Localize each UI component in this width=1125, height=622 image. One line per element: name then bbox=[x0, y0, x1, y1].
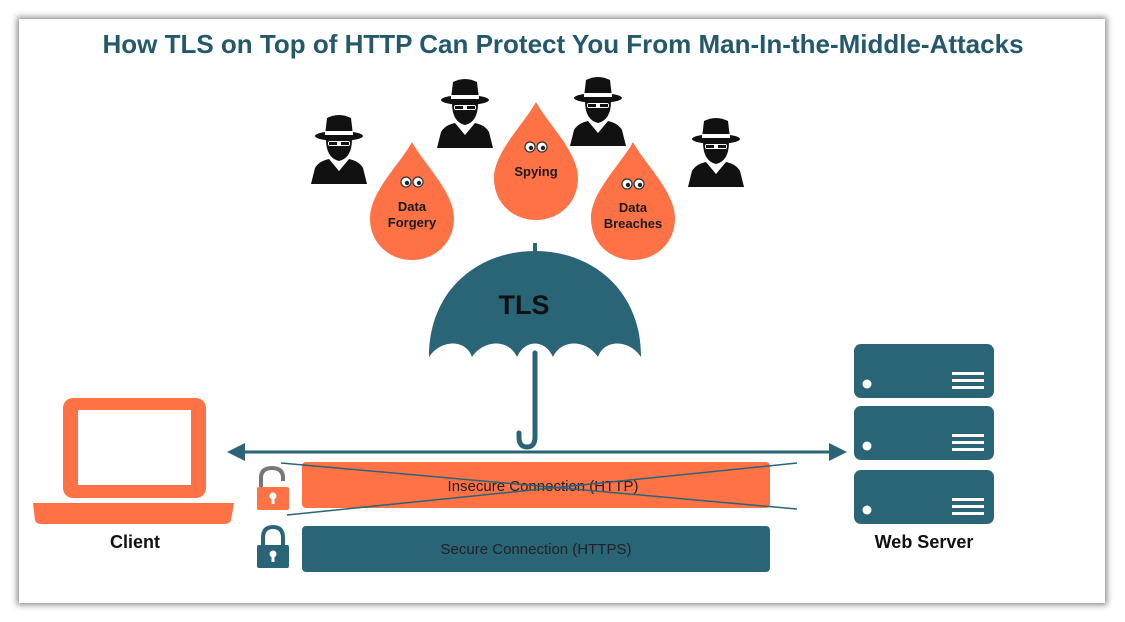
insecure-connection: Insecure Connection (HTTP) bbox=[280, 462, 798, 516]
threat-drop-data-forgery: Data Forgery bbox=[370, 142, 454, 260]
spy-icon bbox=[570, 77, 626, 146]
spy-icon bbox=[437, 79, 493, 148]
umbrella-icon: TLS bbox=[429, 243, 641, 450]
threat-drop-data-breaches: Data Breaches bbox=[591, 142, 675, 260]
closed-lock-icon bbox=[257, 524, 289, 568]
threat-drop-spying: Spying bbox=[494, 102, 578, 220]
threat-label: Breaches bbox=[604, 216, 663, 231]
threat-label: Spying bbox=[514, 164, 557, 179]
secure-connection-label: Secure Connection (HTTPS) bbox=[441, 541, 632, 558]
threat-label: Data bbox=[619, 200, 648, 215]
tls-diagram: How TLS on Top of HTTP Can Protect You F… bbox=[33, 29, 1024, 572]
server-label: Web Server bbox=[875, 532, 974, 552]
server-icon bbox=[854, 344, 994, 524]
spy-icon bbox=[311, 115, 367, 184]
secure-connection: Secure Connection (HTTPS) bbox=[302, 526, 770, 572]
open-lock-icon bbox=[257, 465, 289, 510]
spy-icon bbox=[688, 118, 744, 187]
threat-label: Data bbox=[398, 199, 427, 214]
diagram-frame: How TLS on Top of HTTP Can Protect You F… bbox=[19, 19, 1105, 603]
connection-arrow bbox=[227, 443, 847, 461]
page-title: How TLS on Top of HTTP Can Protect You F… bbox=[102, 29, 1023, 59]
client-label: Client bbox=[110, 532, 160, 552]
umbrella-label: TLS bbox=[499, 290, 550, 320]
drop-icon bbox=[494, 102, 578, 220]
laptop-icon bbox=[33, 398, 234, 524]
threat-label: Forgery bbox=[388, 215, 437, 230]
